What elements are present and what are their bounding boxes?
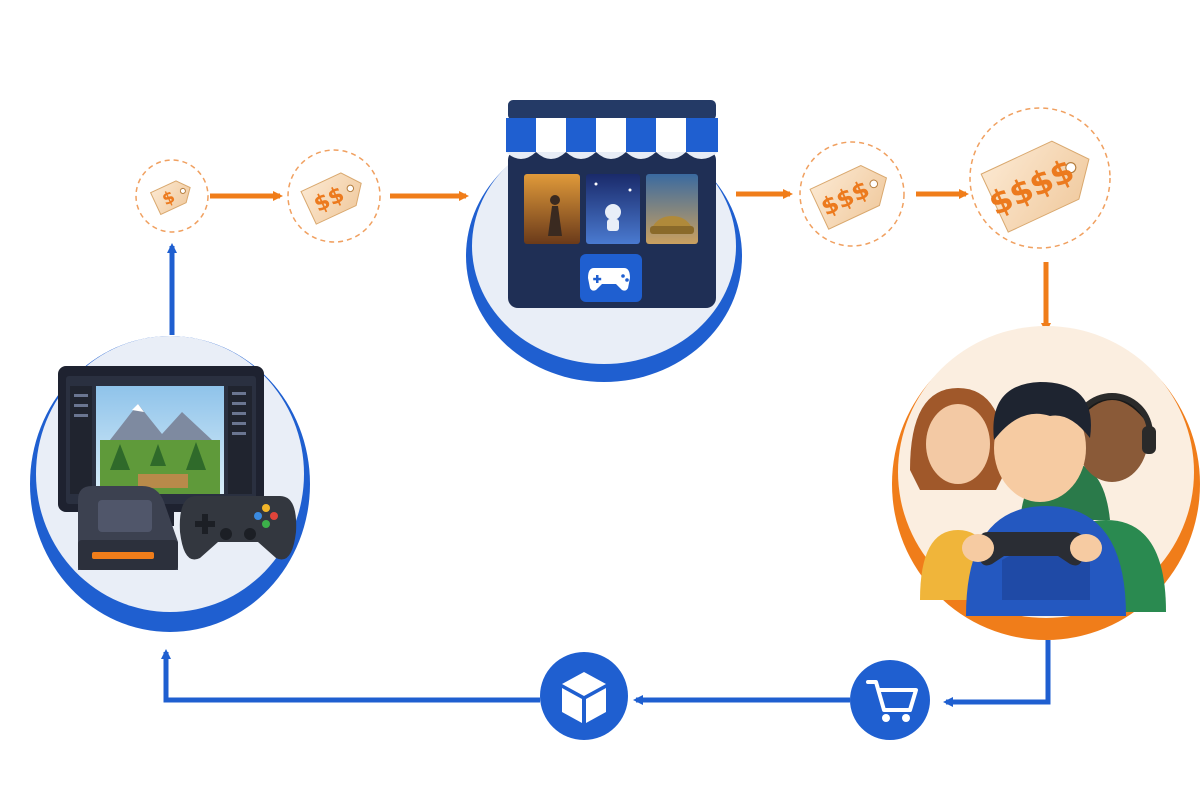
flow-arrows: [161, 189, 1051, 707]
console-device-icon: [78, 486, 178, 570]
game-dev-workstation-icon: [30, 336, 310, 632]
price-tag-1: $: [135, 159, 209, 233]
gamepad-icon: [179, 496, 297, 560]
shopping-cart-icon: [850, 660, 930, 740]
store-awning: [506, 118, 718, 159]
game-store-icon: [466, 100, 742, 382]
arrow-players-to-cart: [943, 640, 1051, 707]
price-tag-3: $$$: [799, 141, 905, 247]
price-tag-4: $$$$: [969, 107, 1111, 249]
price-tag-2: $$: [287, 149, 381, 243]
monitor-icon: [58, 366, 264, 526]
package-box-icon: [540, 652, 628, 740]
player-center: [962, 382, 1126, 616]
arrow-package-to-dev: [161, 649, 540, 703]
players-group-icon: [892, 326, 1200, 640]
